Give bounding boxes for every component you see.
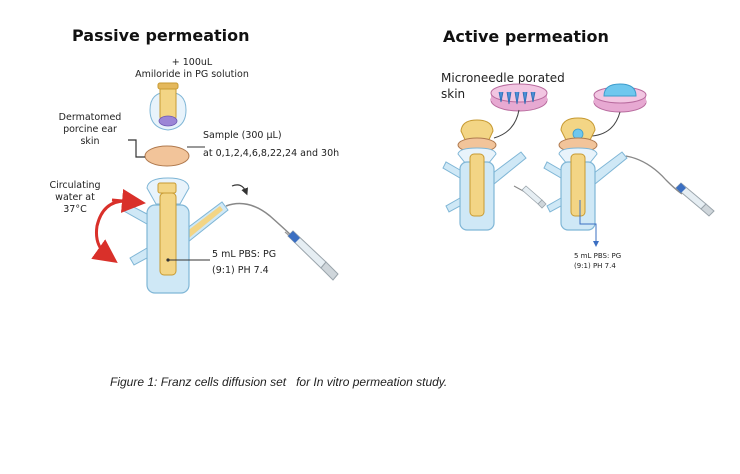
passive-setup xyxy=(91,82,339,294)
water-inlet-arm xyxy=(121,202,148,225)
active-title: Active permeation xyxy=(443,27,609,46)
skin-label-line-2: porcine ear xyxy=(63,124,117,135)
dose-line-2: Amiloride in PG solution xyxy=(135,69,249,80)
water-line-2: water at xyxy=(55,192,95,203)
water-label: Circulating water at 37°C xyxy=(40,180,110,216)
active-receptor-line-2: (9:1) PH 7.4 xyxy=(574,262,616,270)
dose-label: + 100uL Amiloride in PG solution xyxy=(132,57,252,81)
active-receptor-label: 5 mL PBS: PG (9:1) PH 7.4 xyxy=(574,251,621,271)
water-line-1: Circulating xyxy=(49,180,101,191)
passive-receptor-label: 5 mL PBS: PG (9:1) PH 7.4 xyxy=(212,249,276,277)
pad-pointer-2 xyxy=(591,111,621,137)
gel-pad-icon xyxy=(593,83,647,113)
skin-pointer-line xyxy=(128,139,145,158)
microneedle-skin-line-1: Microneedle porated xyxy=(441,71,565,85)
passive-receptor-line-1: 5 mL PBS: PG xyxy=(212,249,277,260)
sample-line-2: at 0,1,2,4,6,8,22,24 and 30h xyxy=(203,148,340,159)
passive-title: Passive permeation xyxy=(72,26,250,45)
syringe-icon xyxy=(284,230,339,281)
water-outlet-arm xyxy=(129,247,148,266)
pad-pointer-1 xyxy=(493,109,520,139)
skin-label: Dermatomed porcine ear skin xyxy=(55,112,125,148)
microneedle-skin-line-2: skin xyxy=(441,87,466,101)
franz-cell-1 xyxy=(442,119,547,231)
microneedle-skin-label: Microneedle porated skin xyxy=(441,70,565,102)
water-line-3: 37°C xyxy=(63,204,87,215)
passive-receptor-line-2: (9:1) PH 7.4 xyxy=(212,265,269,276)
sampling-arrow xyxy=(231,184,249,196)
sample-line-1: Sample (300 µL) xyxy=(203,130,282,141)
sampling-tube xyxy=(225,202,297,241)
skin-label-line-1: Dermatomed xyxy=(58,112,122,123)
sample-label: Sample (300 µL) at 0,1,2,4,6,8,22,24 and… xyxy=(203,130,339,160)
dose-vial-icon xyxy=(149,82,187,131)
skin-disc xyxy=(144,145,190,167)
dose-line-1: + 100uL xyxy=(171,57,213,68)
active-setup xyxy=(442,83,715,247)
skin-label-line-3: skin xyxy=(80,136,100,147)
inner-tube xyxy=(159,192,177,276)
franz-cell-2 xyxy=(543,117,715,247)
figure-caption: Figure 1: Franz cells diffusion set for … xyxy=(110,375,448,389)
microneedle-pad-icon xyxy=(490,83,548,112)
active-receptor-line-1: 5 mL PBS: PG xyxy=(574,252,622,260)
